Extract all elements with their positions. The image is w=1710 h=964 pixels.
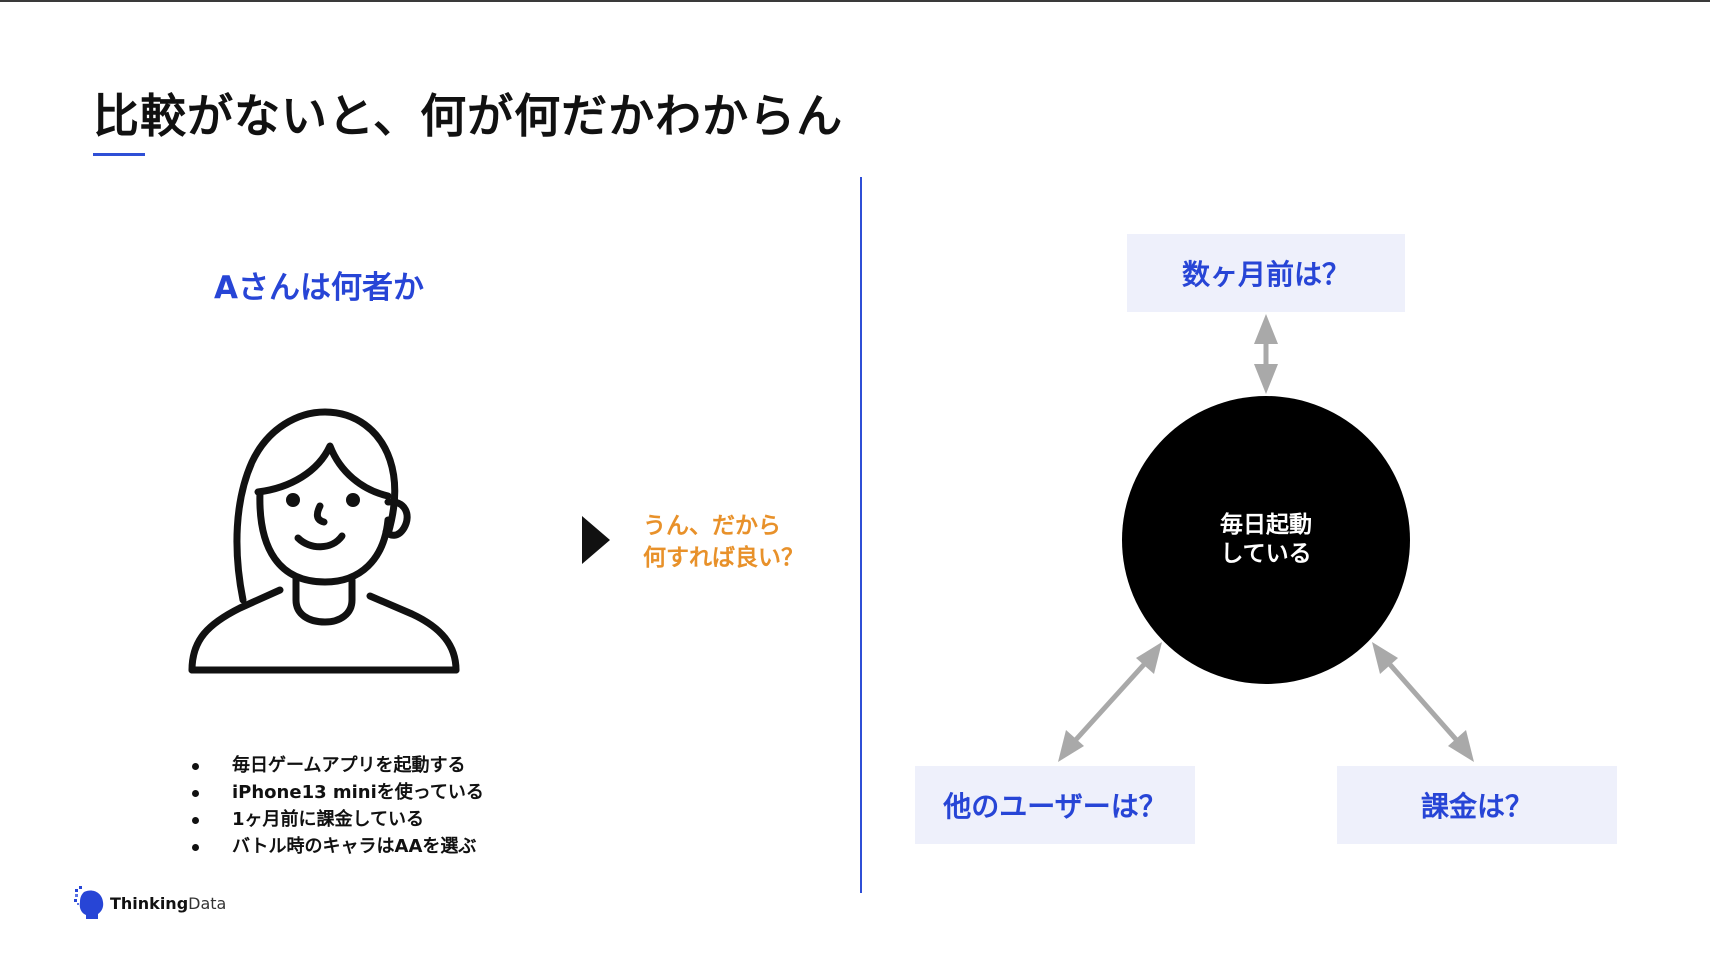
circle-line-1: 毎日起動 [1220, 512, 1312, 538]
fact-text: 1ヶ月前に課金している [232, 809, 424, 830]
question-line-2: 何すれば良い？ [643, 545, 804, 571]
fact-item: 毎日ゲームアプリを起動する [188, 752, 484, 779]
panel-divider [860, 177, 862, 893]
arrowhead-left-high [1136, 642, 1162, 674]
arrowhead-top-up [1254, 314, 1278, 344]
center-circle: 毎日起動 している [1122, 396, 1410, 684]
top-rule [0, 0, 1710, 2]
box-months-ago: 数ヶ月前は？ [1127, 234, 1405, 312]
fact-item: 1ヶ月前に課金している [188, 806, 484, 833]
arrow-line-right [1383, 657, 1463, 747]
title-underline [93, 153, 145, 156]
bullet-dot [192, 817, 199, 824]
logo-text-strong: Thinking [110, 893, 189, 913]
thinkingdata-logo-icon [74, 886, 104, 919]
circle-line-2: している [1220, 541, 1312, 567]
play-triangle-icon [582, 516, 610, 564]
logo-text: ThinkingData [110, 894, 226, 913]
fact-item: iPhone13 miniを使っている [188, 779, 484, 806]
arrowhead-right-high [1372, 642, 1398, 674]
facts-list: 毎日ゲームアプリを起動する iPhone13 miniを使っている 1ヶ月前に課… [188, 752, 484, 860]
arrowhead-top-down [1254, 364, 1278, 394]
bullet-dot [192, 790, 199, 797]
arrowhead-right-low [1448, 730, 1474, 762]
logo-text-light: Data [188, 893, 227, 913]
thinkingdata-logo: ThinkingData [74, 886, 226, 920]
question-text: うん、だから 何すれば良い？ [643, 510, 804, 574]
question-line-1: うん、だから [643, 513, 781, 539]
person-icon [188, 408, 460, 674]
arrow-line-left [1069, 657, 1151, 747]
box-other-users: 他のユーザーは？ [915, 766, 1195, 844]
fact-item: バトル時のキャラはAAを選ぶ [188, 833, 484, 860]
fact-text: バトル時のキャラはAAを選ぶ [232, 836, 477, 857]
fact-text: 毎日ゲームアプリを起動する [232, 755, 466, 776]
box-billing: 課金は？ [1337, 766, 1617, 844]
bullet-dot [192, 844, 199, 851]
bullet-dot [192, 763, 199, 770]
left-heading: Aさんは何者か [214, 270, 424, 306]
fact-text: iPhone13 miniを使っている [232, 782, 484, 803]
slide-title: 比較がないと、何が何だかわからん [93, 89, 844, 143]
arrowhead-left-low [1058, 730, 1084, 762]
